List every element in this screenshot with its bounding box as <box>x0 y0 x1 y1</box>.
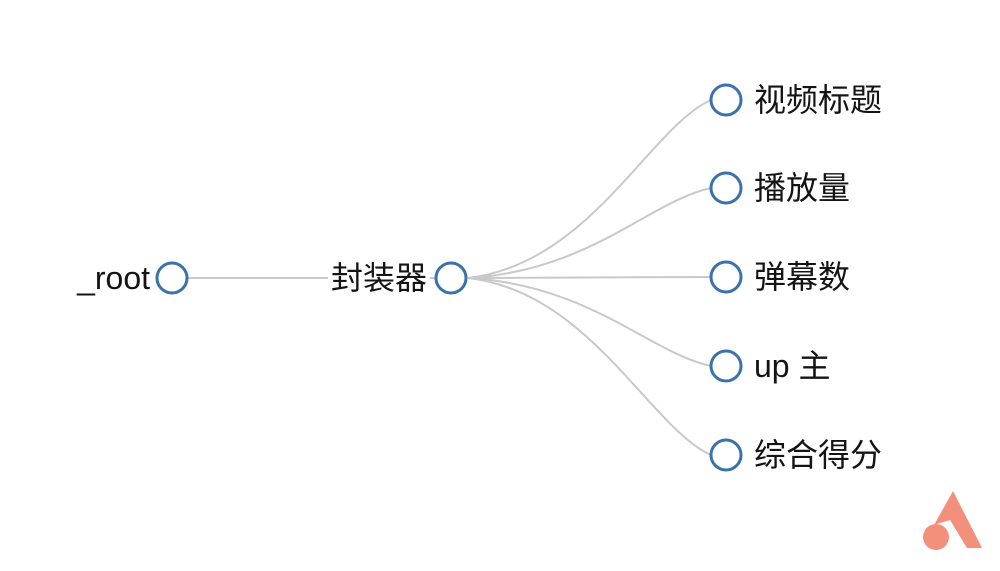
leaf-node-circle-3[interactable] <box>709 349 743 383</box>
root-node-label[interactable]: _root <box>77 260 150 296</box>
link-wrapper-to-leaf-4 <box>467 277 712 456</box>
link-wrapper-to-leaf-0 <box>467 99 712 279</box>
leaf-node-label-uploader[interactable]: up 主 <box>754 348 831 384</box>
root-node-circle[interactable] <box>155 261 189 295</box>
wrapper-node-label[interactable]: 封装器 <box>327 260 430 296</box>
link-wrapper-to-leaf-2 <box>467 276 711 279</box>
leaf-node-circle-2[interactable] <box>709 260 743 294</box>
leaf-node-circle-4[interactable] <box>709 438 743 472</box>
leaf-node-circle-0[interactable] <box>709 83 743 117</box>
link-wrapper-to-leaf-3 <box>467 277 712 367</box>
leaf-node-label-composite-score[interactable]: 综合得分 <box>754 437 883 473</box>
leaf-node-circle-1[interactable] <box>709 171 743 205</box>
watermark-a-logo-icon <box>923 491 982 550</box>
link-wrapper-to-leaf-1 <box>467 187 712 279</box>
wrapper-node-circle[interactable] <box>434 261 468 295</box>
leaf-node-label-video-title[interactable]: 视频标题 <box>754 82 883 118</box>
leaf-node-label-play-count[interactable]: 播放量 <box>754 170 851 206</box>
leaf-node-label-danmaku-count[interactable]: 弹幕数 <box>754 259 851 295</box>
